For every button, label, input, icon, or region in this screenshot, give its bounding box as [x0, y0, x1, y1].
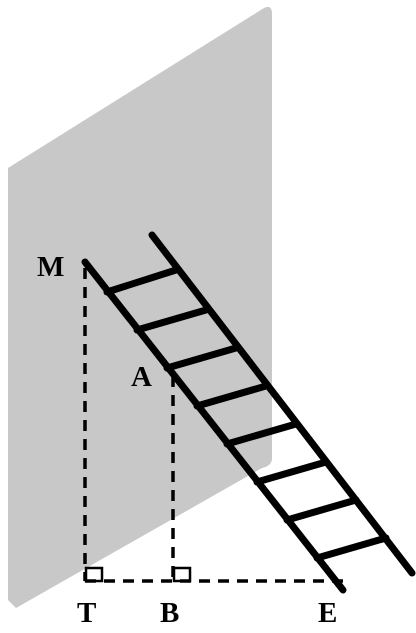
ladder-rung	[193, 382, 270, 410]
label-B: B	[160, 597, 179, 629]
ladder-rung	[283, 496, 360, 524]
right-angle-B	[172, 566, 192, 583]
ladder-rung	[163, 344, 240, 372]
ladder-rung	[133, 306, 210, 334]
ladder-rung	[253, 458, 330, 486]
ladder-front-rail	[81, 258, 347, 594]
label-A: A	[131, 361, 152, 393]
right-angle-T	[84, 566, 104, 583]
ladder-rung	[103, 266, 180, 296]
ladder-rung	[313, 534, 390, 562]
ladder-rung	[223, 420, 300, 448]
label-E: E	[318, 597, 337, 629]
label-T: T	[77, 597, 96, 629]
label-M: M	[37, 251, 64, 283]
ladder-back-rail	[148, 231, 416, 577]
wall	[8, 6, 272, 609]
dashed-lines	[83, 268, 343, 583]
ladder-rungs	[103, 266, 390, 562]
